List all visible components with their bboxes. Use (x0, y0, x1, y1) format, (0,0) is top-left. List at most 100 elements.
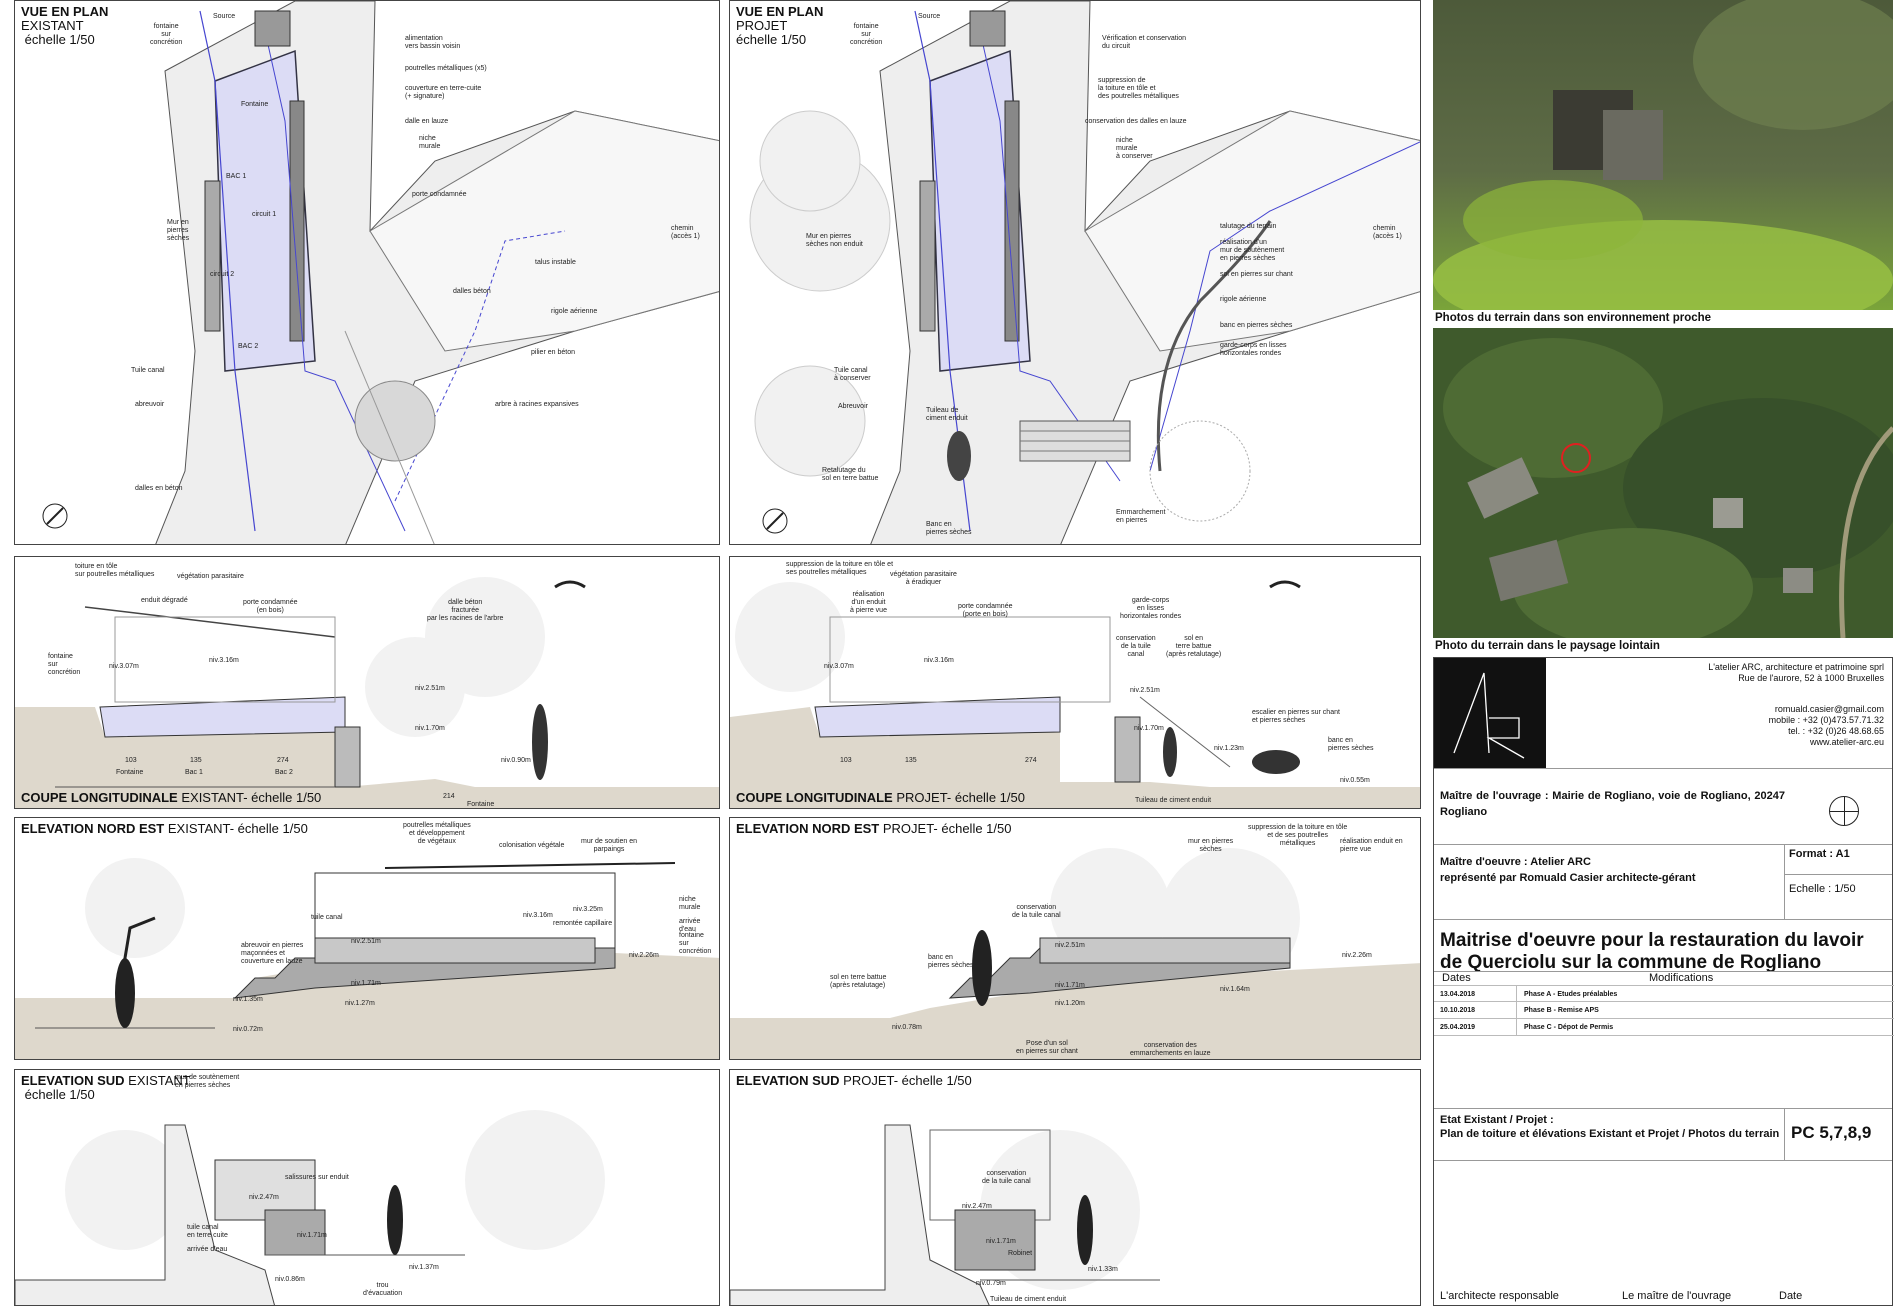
plan-label: Mur en pierres sèches (167, 219, 190, 242)
plan-label: couverture en terre-cuite (+ signature) (405, 85, 482, 100)
plan-label: rigole aérienne (551, 308, 598, 315)
plan-label: garde-corps en lisses horizontales ronde… (1220, 342, 1287, 357)
coupe-label: banc en pierres sèches (1328, 737, 1374, 752)
elev-label: salissures sur enduit (285, 1174, 349, 1181)
elev-label: suppression de la toiture en tôle et de … (1248, 824, 1348, 847)
plan-label: pilier en béton (531, 349, 575, 356)
plan-label: Tuile canal à conserver (834, 367, 871, 382)
coupe-label: végétation parasitaire à éradiquer (890, 571, 957, 586)
title-block: L'atelier ARC, architecture et patrimoin… (1433, 657, 1894, 1306)
level-mark: niv.2.51m (1130, 687, 1160, 694)
level-mark: niv.1.70m (1134, 725, 1164, 732)
level-mark: niv.2.47m (249, 1194, 279, 1201)
coupe-label: garde-corps en lisses horizontales ronde… (1120, 597, 1182, 620)
level-mark: niv.3.07m (824, 663, 854, 670)
elev-s-existing-drawing (15, 1110, 605, 1305)
site-photo-aerial (1433, 328, 1893, 638)
plan-label: Tuile canal (131, 367, 165, 374)
format: Format : A1 (1789, 848, 1850, 860)
coupe-label: fontaine sur concrétion (48, 653, 81, 676)
level-mark: niv.1.71m (351, 980, 381, 987)
elev-label: arrivée d'eau (679, 918, 701, 933)
sign-owner: Le maître de l'ouvrage (1622, 1290, 1732, 1302)
plan-label: niche murale (419, 135, 441, 150)
level-mark: niv.1.64m (1220, 986, 1250, 993)
etat-title: Etat Existant / Projet : (1440, 1114, 1554, 1126)
elev-label: poutrelles métalliques et développement … (403, 822, 471, 845)
elev-s-existing-panel: mur de soutènement en pierres sèches sal… (14, 1069, 720, 1306)
coupe-project-title: COUPE LONGITUDINALE PROJET- échelle 1/50 (736, 790, 1025, 805)
plan-label: Mur en pierres sèches non enduit (806, 233, 863, 248)
elev-ne-project-title: ELEVATION NORD EST PROJET- échelle 1/50 (736, 821, 1012, 836)
dimension: 135 (190, 757, 202, 764)
level-mark: niv.3.07m (109, 663, 139, 670)
bottom-label: Bac 2 (275, 769, 293, 776)
plan-label: sol en pierres sur chant (1220, 271, 1293, 278)
coupe-existing-title: COUPE LONGITUDINALE EXISTANT- échelle 1/… (21, 790, 322, 805)
elev-ne-existing-panel: poutrelles métalliques et développement … (14, 817, 720, 1060)
sheet-description: Plan de toiture et élévations Existant e… (1440, 1128, 1780, 1140)
elev-label: tuile canal (311, 914, 343, 921)
level-mark: niv.1.71m (1055, 982, 1085, 989)
level-mark: niv.1.27m (345, 1000, 375, 1007)
sheet-number: PC 5,7,8,9 (1791, 1123, 1872, 1142)
elev-label: mur en pierres sèches (1188, 838, 1234, 853)
north-symbol (1829, 796, 1859, 826)
coupe-label: toiture en tôle sur poutrelles métalliqu… (75, 563, 155, 578)
level-mark: niv.2.26m (1342, 952, 1372, 959)
level-mark: niv.2.26m (629, 952, 659, 959)
photo-far-caption: Photo du terrain dans le paysage lointai… (1435, 640, 1660, 652)
elev-s-project-panel: conservation de la tuile canal Robinet T… (729, 1069, 1421, 1306)
coupe-label: végétation parasitaire (177, 573, 244, 580)
elev-s-project-title: ELEVATION SUD PROJET- échelle 1/50 (736, 1073, 972, 1088)
coupe-label: Tuileau de ciment enduit (1135, 797, 1212, 804)
level-mark: niv.2.51m (415, 685, 445, 692)
plan-label: Emmarchement en pierres (1116, 509, 1166, 524)
plan-label: dalle en lauze (405, 118, 449, 125)
bottom-label: Bac 1 (185, 769, 203, 776)
level-mark: niv.1.23m (1214, 745, 1244, 752)
dimension: 274 (277, 757, 289, 764)
project-title: Maitrise d'oeuvre pour la restauration d… (1440, 930, 1864, 973)
plan-tag: circuit 2 (210, 271, 235, 278)
dimension: 214 (443, 793, 455, 800)
bottom-label: Fontaine (467, 801, 495, 808)
level-mark: niv.2.47m (962, 1203, 992, 1210)
plan-label: porte condamnée (412, 191, 467, 198)
maitre-ouvrage: Maître de l'ouvrage : Mairie de Rogliano… (1440, 790, 1785, 818)
office-contact: romuald.casier@gmail.com mobile : +32 (0… (1768, 704, 1884, 747)
plan-label: dalles en béton (135, 485, 183, 492)
dimension: 103 (840, 757, 852, 764)
elev-label: tuile canal en terre cuite (187, 1224, 228, 1239)
plan-label: suppression de la toiture en tôle et des… (1098, 77, 1179, 100)
coupe-project-panel: suppression de la toiture en tôle et ses… (729, 556, 1421, 809)
plan-label: Source (918, 13, 941, 20)
elev-label: réalisation enduit en pierre vue (1340, 838, 1403, 853)
coupe-label: dalle béton fracturée par les racines de… (427, 599, 504, 622)
plan-tag: BAC 1 (226, 173, 247, 180)
dimension: 274 (1025, 757, 1037, 764)
plan-project-drawing (749, 1, 1420, 544)
elev-label: colonisation végétale (499, 842, 565, 849)
elev-ne-existing-title: ELEVATION NORD EST EXISTANT- échelle 1/5… (21, 821, 308, 836)
plan-label: conservation des dalles en lauze (1085, 118, 1187, 125)
plan-label: abreuvoir (135, 401, 165, 408)
site-photo-near (1433, 0, 1893, 310)
level-mark: niv.1.33m (1088, 1266, 1118, 1273)
level-mark: niv.3.16m (523, 912, 553, 919)
plan-label: talutage du terrain (1220, 223, 1277, 230)
dimension: 103 (125, 757, 137, 764)
elev-ne-existing-drawing (15, 858, 719, 1059)
elev-label: Pose d'un sol en pierres sur chant (1016, 1040, 1078, 1055)
atelier-arc-logo (1434, 658, 1546, 768)
bottom-label: Fontaine (116, 769, 144, 776)
level-mark: niv.0.79m (976, 1280, 1006, 1287)
level-mark: niv.3.16m (209, 657, 239, 664)
elev-label: mur de soutien en parpaings (581, 838, 638, 853)
plan-label: Retalutage du sol en terre battue (822, 467, 879, 482)
plan-tag: Fontaine (241, 101, 269, 108)
level-mark: niv.1.71m (297, 1232, 327, 1239)
